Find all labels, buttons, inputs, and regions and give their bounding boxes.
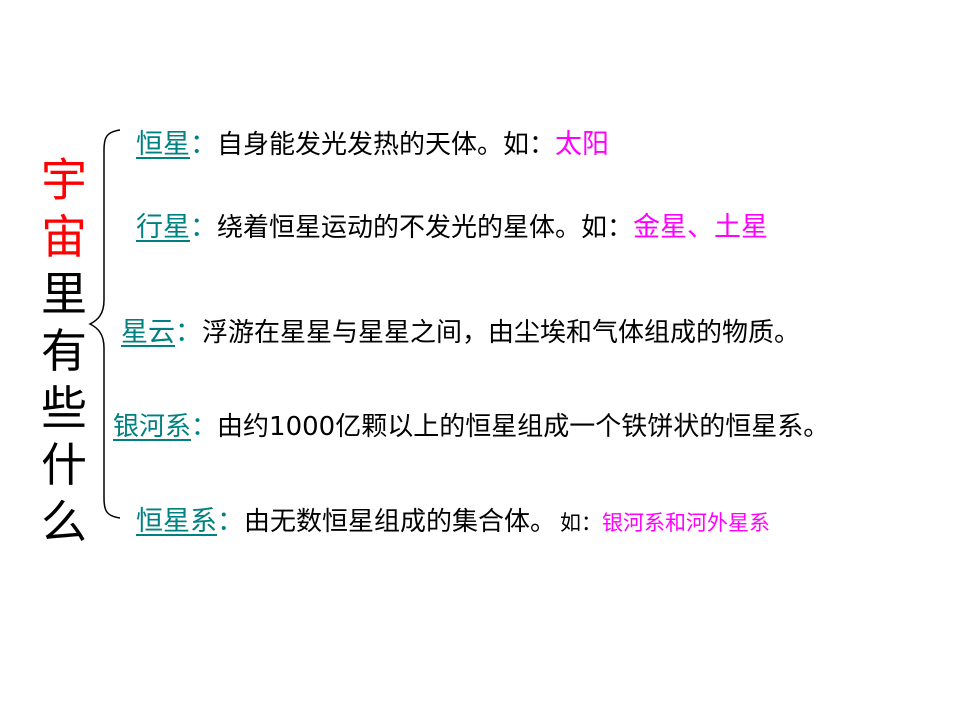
item-row-planet: 行星：绕着恒星运动的不发光的星体。如：金星、土星 [136,211,768,245]
title-char: 宇 [41,153,87,207]
item-description: 由无数恒星组成的集合体。 [244,507,557,537]
item-row-star: 恒星：自身能发光发热的天体。如：太阳 [136,128,609,162]
item-row-nebula: 星云：浮游在星星与星星之间，由尘埃和气体组成的物质。 [121,316,800,350]
title-char: 么 [41,495,87,549]
title-char: 里 [41,267,87,321]
item-row-milky-way: 银河系：由约1000亿颗以上的恒星组成一个铁饼状的恒星系。 [113,410,829,444]
title-char: 什 [41,438,87,492]
curly-brace-icon [88,129,121,519]
term-label: 恒星 [136,129,190,160]
term-colon: ： [217,506,244,537]
term-colon: ： [190,129,217,160]
term-label: 恒星系 [136,506,217,537]
item-description: 绕着恒星运动的不发光的星体。如： [217,213,634,243]
item-description: 浮游在星星与星星之间，由尘埃和气体组成的物质。 [202,318,801,348]
item-example: 银河系和河外星系 [602,511,771,535]
title-char: 些 [41,381,87,435]
title-char: 宙 [41,210,87,264]
term-label: 行星 [136,212,190,243]
term-colon: ： [191,412,218,442]
item-example: 太阳 [555,129,610,160]
vertical-title: 宇 宙 里 有 些 什 么 [34,152,94,551]
item-example: 金星、土星 [633,212,769,243]
term-label: 银河系 [113,412,192,442]
item-row-star-system: 恒星系：由无数恒星组成的集合体。如：银河系和河外星系 [136,505,770,540]
term-label: 星云 [121,317,175,348]
item-example-prefix: 如： [560,511,603,535]
term-colon: ： [175,317,202,348]
item-description: 自身能发光发热的天体。如： [217,130,556,160]
title-char: 有 [41,324,87,378]
term-colon: ： [190,212,217,243]
item-description: 由约1000亿颗以上的恒星组成一个铁饼状的恒星系。 [217,412,830,442]
